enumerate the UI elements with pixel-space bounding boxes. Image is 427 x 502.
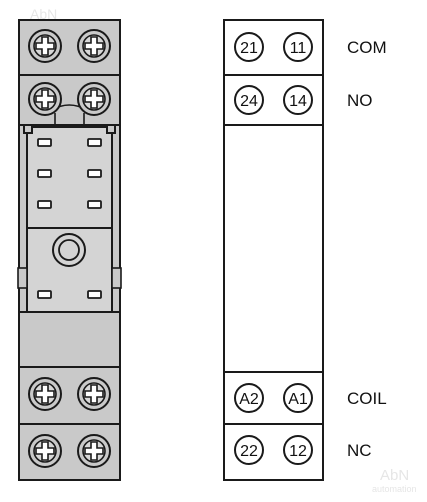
socket-screws	[28, 29, 111, 468]
terminal-24	[234, 85, 264, 115]
contact-label-com: COM	[347, 38, 387, 57]
terminal-label-left: A2	[239, 391, 259, 408]
terminal-label-left: 22	[240, 443, 258, 460]
socket-pin-icon	[37, 290, 52, 299]
terminal-row-coil: A2 A1 COIL	[234, 383, 387, 413]
cross-screw-icon	[77, 377, 111, 411]
terminal-22	[234, 435, 264, 465]
terminal-a2	[234, 383, 264, 413]
terminal-row-com: 21 11 COM	[234, 32, 387, 62]
watermark-bottom-sub: automation	[372, 484, 417, 494]
terminal-label-right: 12	[289, 443, 307, 460]
socket-pins-top	[37, 138, 102, 209]
socket-pin-icon	[87, 200, 102, 209]
socket-pin-icon	[37, 138, 52, 147]
terminal-label-left: 24	[240, 93, 258, 110]
contact-label-coil: COIL	[347, 389, 387, 408]
terminal-12	[283, 435, 313, 465]
terminal-label-left: 21	[240, 40, 258, 57]
cross-screw-icon	[77, 82, 111, 116]
cross-screw-icon	[77, 434, 111, 468]
terminal-label-right: A1	[288, 391, 308, 408]
watermark-top: AbN	[30, 6, 57, 22]
terminal-diagram: 21 11 COM 24 14 NO A2 A1 COIL 22 12 N	[223, 19, 387, 481]
contact-label-nc: NC	[347, 441, 372, 460]
terminal-21	[234, 32, 264, 62]
terminal-11	[283, 32, 313, 62]
terminal-label-right: 11	[290, 40, 307, 57]
socket-pin-icon	[87, 169, 102, 178]
cross-screw-icon	[28, 434, 62, 468]
terminal-a1	[283, 383, 313, 413]
terminal-label-right: 14	[289, 93, 307, 110]
socket-pin-icon	[37, 200, 52, 209]
terminal-14	[283, 85, 313, 115]
watermark-bottom: AbN	[380, 467, 409, 484]
cross-screw-icon	[28, 29, 62, 63]
cross-screw-icon	[28, 82, 62, 116]
socket-pin-icon	[87, 290, 102, 299]
socket-pin-icon	[37, 169, 52, 178]
terminal-row-nc: 22 12 NC	[234, 435, 372, 465]
socket-pin-icon	[87, 138, 102, 147]
cross-screw-icon	[28, 377, 62, 411]
terminal-row-no: 24 14 NO	[234, 85, 373, 115]
cross-screw-icon	[77, 29, 111, 63]
release-latch-icon	[52, 233, 86, 267]
contact-label-no: NO	[347, 91, 373, 110]
